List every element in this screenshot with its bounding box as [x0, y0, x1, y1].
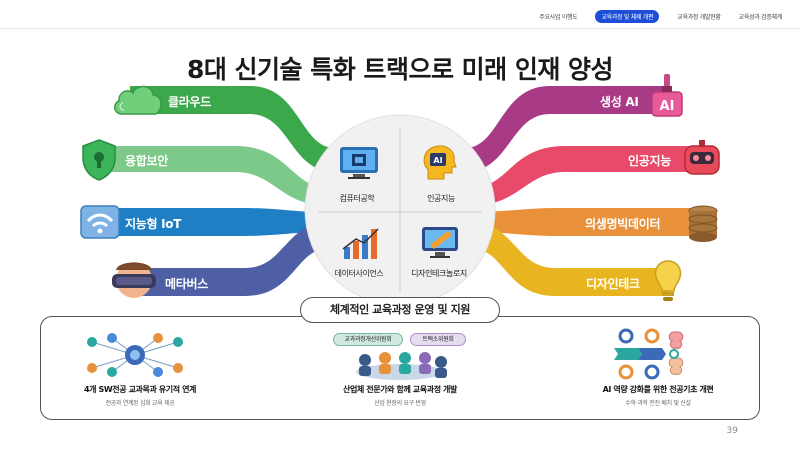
- top-navigation: 주요사업 이행도 교육과정 및 체제 개편 교육과정 개발현황 교육성과 검증체…: [539, 10, 782, 23]
- pill-curriculum-committee: 교과과정개선위원회: [333, 333, 403, 346]
- ribbon-generative-ai: [465, 86, 670, 172]
- nav-item-curriculum-status[interactable]: 교육과정 개발현황: [677, 14, 721, 21]
- support-sub-ai-foundation: 수학·과학 전진 배치 및 신설: [625, 400, 691, 407]
- track-label-ai: 인공지능: [628, 154, 671, 168]
- track-label-metaverse: 메타버스: [165, 277, 208, 291]
- track-label-generative-ai: 생성 AI: [600, 95, 639, 109]
- support-column-ai-foundation: AI 역량 강화를 위한 전공기초 개편 수학·과학 전진 배치 및 신설: [548, 384, 768, 407]
- support-title: 체계적인 교육과정 운영 및 지원: [300, 297, 500, 323]
- center-label-ai: 인공지능: [427, 194, 455, 203]
- vr-headset-icon: [108, 258, 160, 306]
- svg-text:AI: AI: [660, 99, 675, 114]
- center-label-data-science: 데이터사이언스: [334, 269, 384, 278]
- support-column-major-link: 4개 SW전공 교과목과 유기적 연계 전공과 연계된 심화 교육 제공: [30, 384, 250, 407]
- header-divider: [0, 28, 800, 29]
- support-main-industry: 산업체 전문가와 함께 교육과정 개발: [343, 385, 457, 394]
- track-label-security: 융합보안: [125, 154, 168, 168]
- gears-brain-icon: [612, 328, 696, 384]
- ribbon-designtech: [470, 222, 670, 296]
- track-label-cloud: 클라우드: [168, 95, 211, 109]
- ribbon-security: [100, 146, 330, 206]
- cloud-icon: [110, 80, 166, 122]
- design-monitor-icon: [420, 225, 460, 265]
- support-main-ai-foundation: AI 역량 강화를 위한 전공기초 개편: [602, 385, 714, 394]
- track-label-iot: 지능형 IoT: [125, 217, 182, 231]
- center-label-computer-science: 컴퓨터공학: [339, 194, 375, 203]
- robot-icon: [682, 138, 722, 182]
- support-main-major-link: 4개 SW전공 교과목과 유기적 연계: [83, 385, 196, 394]
- bar-chart-icon: [340, 225, 380, 265]
- lightbulb-icon: [650, 258, 686, 308]
- center-label-design-technology: 디자인테크놀로지: [411, 269, 467, 278]
- computer-chip-icon: [338, 145, 380, 185]
- track-label-biodata: 의생명빅데이터: [585, 217, 661, 231]
- ribbon-ai: [470, 146, 700, 206]
- svg-text:AI: AI: [433, 156, 442, 165]
- shield-lock-icon: [80, 138, 118, 186]
- ribbon-iot: [100, 208, 325, 236]
- meeting-icon: [345, 350, 455, 386]
- page-title: 8대 신기술 특화 트랙으로 미래 인재 양성: [186, 55, 614, 84]
- nav-item-progress[interactable]: 주요사업 이행도: [539, 14, 578, 21]
- track-label-designtech: 디자인테크: [586, 277, 640, 291]
- support-column-industry: 산업체 전문가와 함께 교육과정 개발 산업 현장의 요구 반영: [290, 384, 510, 407]
- ribbon-biodata: [475, 208, 700, 236]
- support-sub-major-link: 전공과 연계된 심화 교육 제공: [105, 400, 175, 407]
- page-number: 39: [726, 426, 738, 436]
- ai-paint-icon: AI: [648, 72, 688, 124]
- ribbon-cloud: [130, 86, 335, 172]
- nav-item-outcome-verification[interactable]: 교육성과 검증체계: [738, 14, 783, 21]
- network-icon: [80, 330, 190, 384]
- pill-track-subcommittee: 트랙소위원회: [410, 333, 466, 346]
- ai-head-icon: AI: [420, 143, 460, 187]
- ribbon-metaverse: [130, 222, 330, 296]
- support-sub-industry: 산업 현장의 요구 반영: [374, 400, 426, 407]
- nav-item-curriculum-reform[interactable]: 교육과정 및 체제 개편: [595, 10, 660, 23]
- wifi-iot-icon: [80, 205, 120, 243]
- database-icon: [684, 204, 722, 248]
